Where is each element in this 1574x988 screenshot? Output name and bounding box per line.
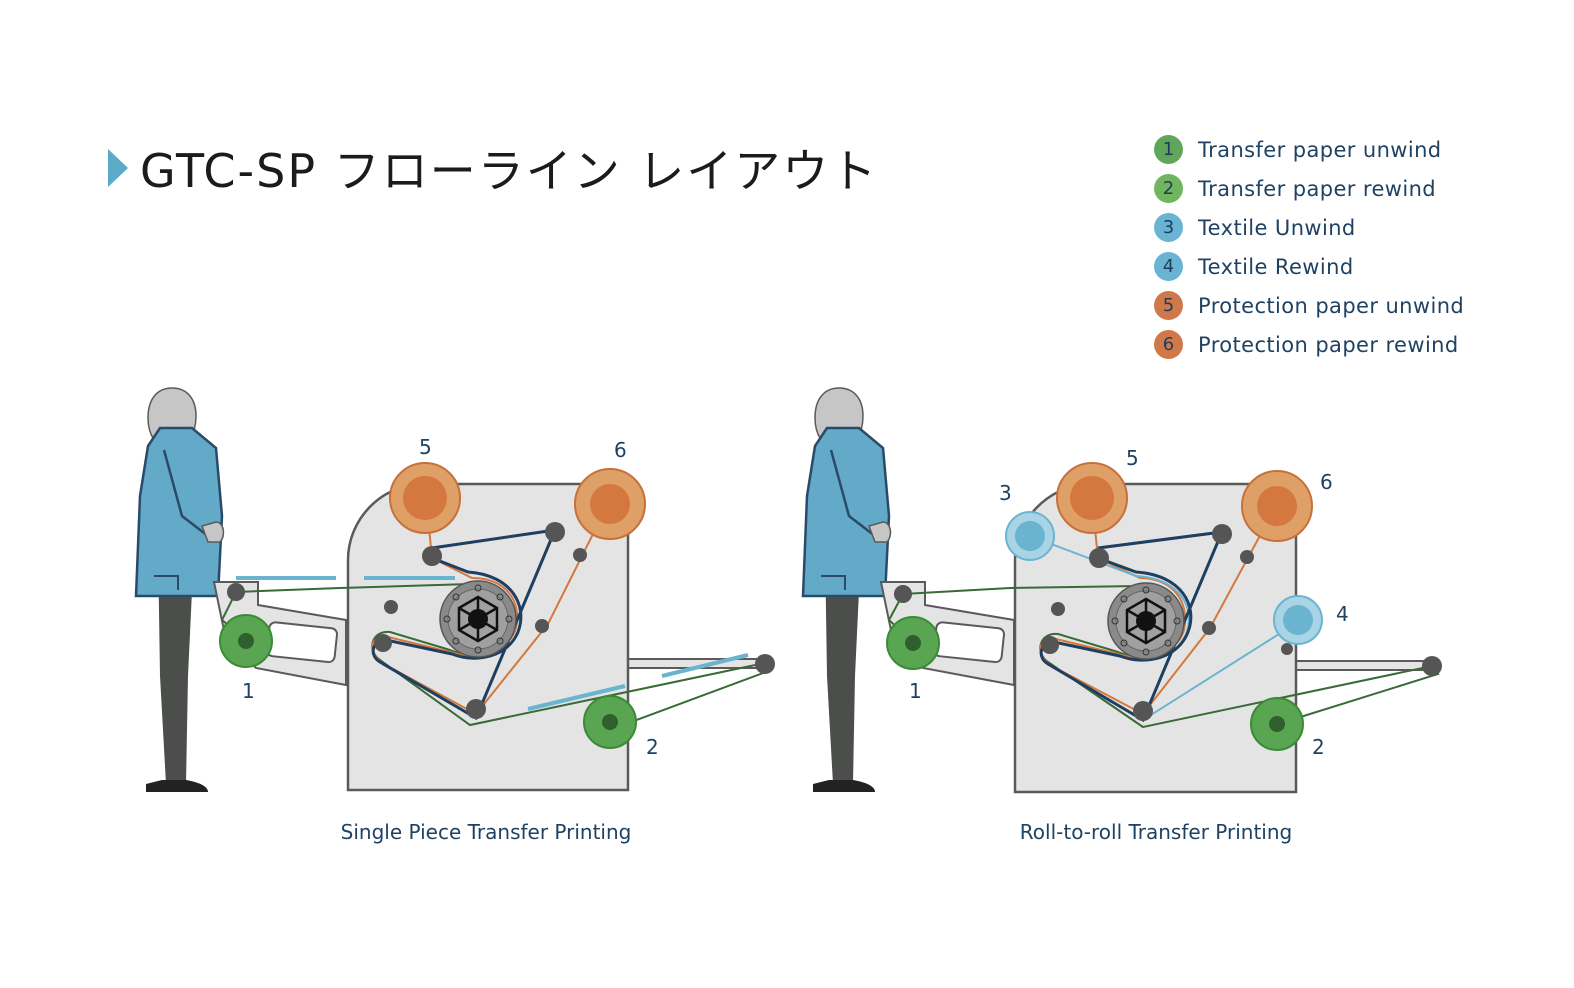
roll-6-left — [574, 468, 646, 540]
feed-arm-slot-right — [932, 621, 1005, 664]
legend-badge-2: 2 — [1154, 174, 1183, 203]
heat-drum-left — [438, 579, 518, 659]
legend-label: Textile Unwind — [1198, 215, 1356, 240]
guide-roller — [1089, 548, 1109, 568]
guide-roller — [573, 548, 587, 562]
roll-1-right — [886, 616, 940, 670]
heat-drum-right — [1106, 581, 1186, 661]
textile-piece — [661, 653, 749, 678]
legend-item: 5 Protection paper unwind — [1154, 286, 1554, 325]
textile-path-left — [371, 528, 558, 721]
roll-label-3: 3 — [999, 481, 1012, 505]
roll-label-4: 4 — [1336, 602, 1349, 626]
roll-label-1: 1 — [909, 679, 922, 703]
legend: 1 Transfer paper unwind 2 Transfer paper… — [1154, 130, 1554, 364]
guide-roller — [422, 546, 442, 566]
legend-item: 4 Textile Rewind — [1154, 247, 1554, 286]
roll-4-right — [1273, 595, 1323, 645]
feed-arm-slot-left — [265, 621, 338, 664]
guide-roller — [535, 619, 549, 633]
guide-roller — [1202, 621, 1216, 635]
roll-label-2: 2 — [1312, 735, 1325, 759]
roll-5-left — [389, 462, 461, 534]
legend-label: Textile Rewind — [1198, 254, 1354, 279]
guide-roller — [384, 600, 398, 614]
roll-1-left — [219, 614, 273, 668]
roll-2-left — [583, 695, 637, 749]
legend-label: Transfer paper unwind — [1198, 137, 1442, 162]
legend-badge-6: 6 — [1154, 330, 1183, 359]
guide-roller — [1133, 701, 1153, 721]
guide-roller — [1212, 524, 1232, 544]
guide-roller — [1240, 550, 1254, 564]
guide-roller — [545, 522, 565, 542]
roll-label-1: 1 — [242, 679, 255, 703]
legend-item: 2 Transfer paper rewind — [1154, 169, 1554, 208]
legend-item: 1 Transfer paper unwind — [1154, 130, 1554, 169]
roll-label-2: 2 — [646, 735, 659, 759]
page-title: GTC-SP フローライン レイアウト — [140, 144, 879, 198]
legend-label: Protection paper rewind — [1198, 332, 1459, 357]
guide-roller — [1051, 602, 1065, 616]
roll-label-6: 6 — [614, 438, 627, 462]
roll-label-5: 5 — [419, 435, 432, 459]
guide-roller — [374, 634, 392, 652]
guide-roller — [1041, 636, 1059, 654]
guide-roller — [894, 585, 912, 603]
roll-5-right — [1056, 462, 1128, 534]
navy-belt-right — [1039, 530, 1225, 723]
legend-badge-1: 1 — [1154, 135, 1183, 164]
operator-figure-right — [801, 386, 892, 794]
legend-badge-3: 3 — [1154, 213, 1183, 242]
roll-to-roll-layout: 1 2 3 4 5 6 — [801, 386, 1442, 794]
title-block: GTC-SP フローライン レイアウト — [108, 140, 878, 198]
textile-piece — [527, 684, 626, 711]
roll-6-right — [1241, 470, 1313, 542]
title-marker-icon — [108, 149, 128, 187]
legend-item: 3 Textile Unwind — [1154, 208, 1554, 247]
legend-label: Transfer paper rewind — [1198, 176, 1437, 201]
single-piece-layout: 1 2 5 6 — [134, 386, 775, 794]
caption-roll-to-roll: Roll-to-roll Transfer Printing — [1019, 820, 1293, 844]
legend-badge-4: 4 — [1154, 252, 1183, 281]
caption-single-piece: Single Piece Transfer Printing — [340, 820, 632, 844]
roll-2-right — [1250, 697, 1304, 751]
roll-label-5: 5 — [1126, 446, 1139, 470]
guide-roller — [227, 583, 245, 601]
legend-item: 6 Protection paper rewind — [1154, 325, 1554, 364]
operator-figure-left — [134, 386, 225, 794]
legend-badge-5: 5 — [1154, 291, 1183, 320]
guide-roller — [1281, 643, 1293, 655]
guide-roller — [755, 654, 775, 674]
guide-roller — [466, 699, 486, 719]
legend-label: Protection paper unwind — [1198, 293, 1465, 318]
roll-3-right — [1005, 511, 1055, 561]
roll-label-6: 6 — [1320, 470, 1333, 494]
guide-roller — [1422, 656, 1442, 676]
